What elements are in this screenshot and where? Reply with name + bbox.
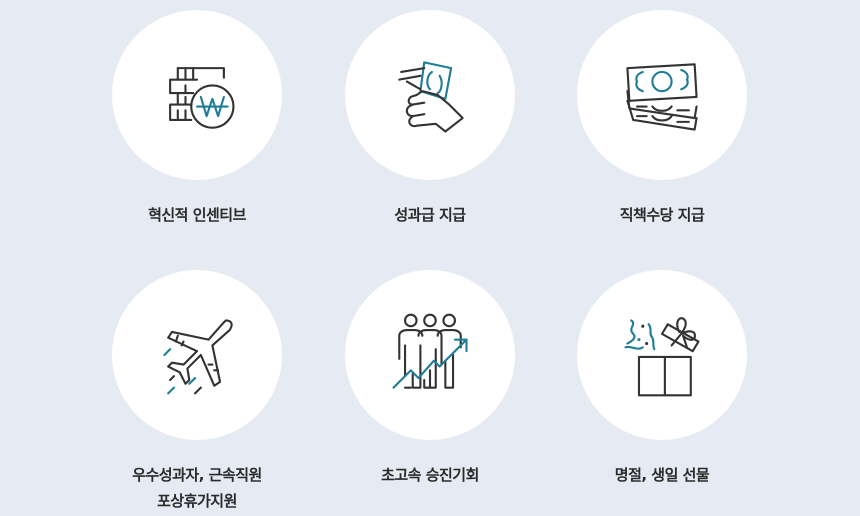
won-coins-icon [169, 67, 235, 129]
airplane-icon [163, 319, 233, 395]
benefit-innovative-incentive: 혁신적 인센티브 [82, 10, 312, 228]
benefit-holiday-birthday-gift: 명절, 생일 선물 [547, 270, 777, 488]
icon-circle [112, 270, 282, 440]
gift-box-icon [624, 317, 700, 397]
benefit-label: 초고속 승진기회 [381, 466, 479, 484]
benefit-performance-bonus: 성과급 지급 [315, 10, 545, 228]
benefit-label: 성과급 지급 [394, 206, 466, 224]
benefit-label: 명절, 생일 선물 [614, 466, 710, 484]
benefit-label: 직책수당 지급 [619, 206, 705, 224]
benefit-reward-vacation: 우수성과자, 근속직원 포상휴가지원 [82, 270, 312, 514]
icon-circle [112, 10, 282, 180]
icon-circle [577, 10, 747, 180]
banknotes-icon [626, 63, 698, 131]
benefit-position-allowance: 직책수당 지급 [547, 10, 777, 228]
benefit-label: 혁신적 인센티브 [148, 206, 246, 224]
hand-money-icon [398, 61, 464, 133]
icon-circle [345, 10, 515, 180]
icon-circle [577, 270, 747, 440]
icon-circle [345, 270, 515, 440]
benefit-fast-promotion: 초고속 승진기회 [315, 270, 545, 488]
people-growth-icon [392, 313, 468, 389]
benefit-label: 우수성과자, 근속직원 포상휴가지원 [132, 466, 262, 510]
